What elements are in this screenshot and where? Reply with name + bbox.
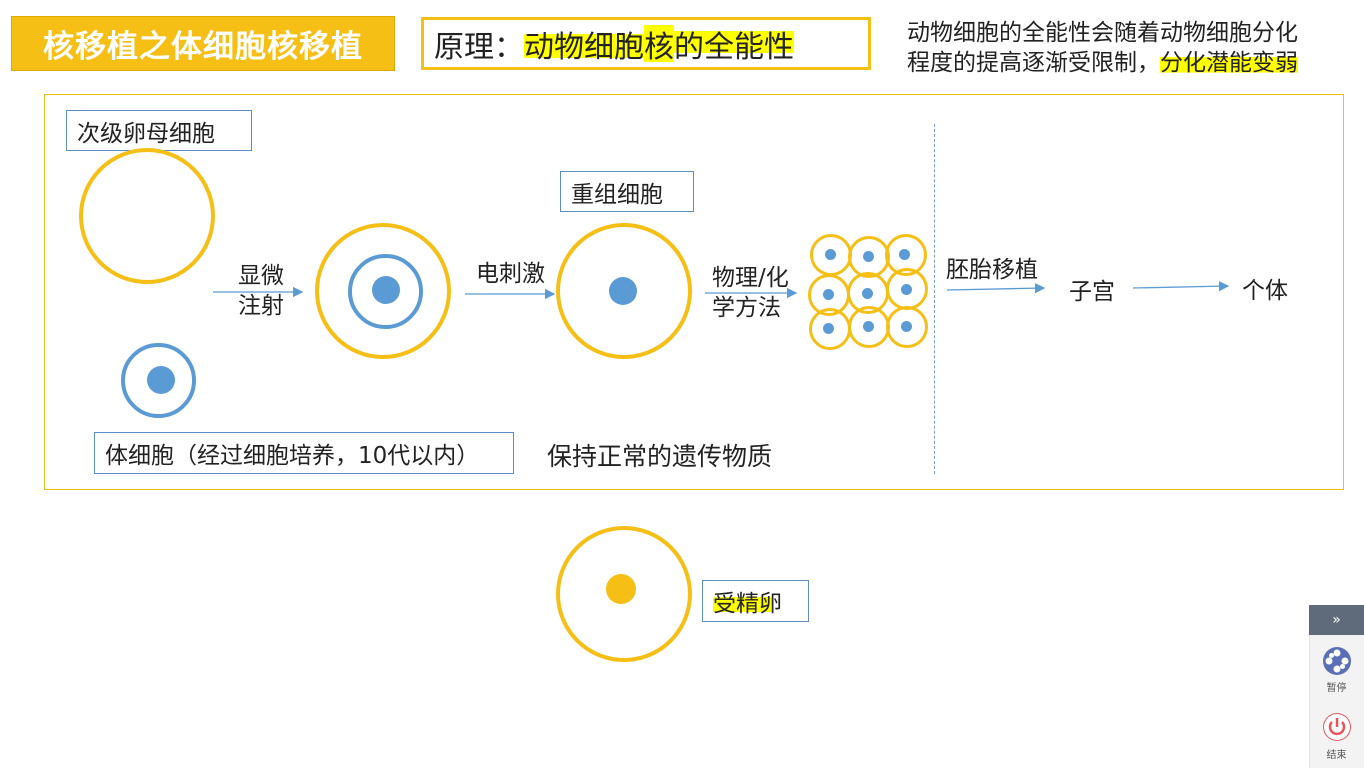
injected-nucleus bbox=[372, 276, 400, 304]
pause-label: 暂停 bbox=[1326, 683, 1347, 694]
arrow-uterus bbox=[1132, 280, 1230, 292]
blastomere-nucleus bbox=[901, 321, 912, 332]
reconstructed-label: 重组细胞 bbox=[560, 171, 694, 212]
arrow-embryo-transfer bbox=[946, 282, 1046, 294]
principle-prefix: 原理： bbox=[434, 29, 524, 65]
blastomere-nucleus bbox=[862, 288, 873, 299]
blastomere-nucleus bbox=[899, 249, 910, 260]
note-highlight: 分化潜能变弱 bbox=[1160, 50, 1298, 76]
slide-title: 核移植之体细胞核移植 bbox=[11, 16, 395, 71]
film-reel-icon bbox=[1323, 647, 1351, 675]
totipotency-note: 动物细胞的全能性会随着动物细胞分化 程度的提高逐渐受限制，分化潜能变弱 bbox=[907, 18, 1347, 78]
fertilized-egg-nucleus bbox=[606, 574, 636, 604]
somatic-nucleus bbox=[147, 366, 175, 394]
individual-label: 个体 bbox=[1242, 278, 1288, 304]
oocyte-label: 次级卵母细胞 bbox=[66, 110, 252, 151]
embryo-transfer-label: 胚胎移植 bbox=[946, 257, 1038, 283]
principle-box: 原理：动物细胞核的全能性 bbox=[421, 17, 871, 70]
pause-button[interactable] bbox=[1322, 646, 1352, 676]
blastomere bbox=[886, 306, 928, 348]
blastomere-nucleus bbox=[823, 323, 834, 334]
blastomere-nucleus bbox=[863, 251, 874, 262]
principle-highlight-3: 的全能性 bbox=[674, 21, 794, 66]
principle-highlight-1: 动物细胞 bbox=[524, 21, 644, 66]
expand-button[interactable]: » bbox=[1309, 605, 1364, 635]
end-label: 结束 bbox=[1326, 750, 1347, 761]
power-icon bbox=[1323, 713, 1351, 741]
phys-chem-label: 物理/化 学方法 bbox=[712, 265, 789, 321]
blastomere-nucleus bbox=[823, 289, 834, 300]
oocyte-cell bbox=[79, 148, 215, 284]
somatic-label: 体细胞（经过细胞培养，10代以内） bbox=[94, 432, 514, 474]
blastomere-nucleus bbox=[901, 284, 912, 295]
uterus-label: 子宫 bbox=[1069, 279, 1115, 305]
microinjection-label: 显微 注射 bbox=[238, 263, 284, 319]
end-button[interactable] bbox=[1322, 712, 1352, 742]
early-embryo bbox=[808, 232, 930, 352]
diagram-panel bbox=[44, 94, 1344, 490]
fertilized-egg-label: 受精卵 bbox=[702, 580, 809, 622]
electric-stim-label: 电刺激 bbox=[476, 261, 545, 287]
somatic-cell bbox=[121, 343, 196, 418]
dashed-divider bbox=[934, 124, 935, 474]
reconstructed-nucleus bbox=[609, 277, 637, 305]
note-line-1: 动物细胞的全能性会随着动物细胞分化 bbox=[907, 20, 1298, 46]
blastomere-nucleus bbox=[863, 321, 874, 332]
injected-somatic-ring bbox=[348, 254, 423, 329]
normal-genetic-label: 保持正常的遗传物质 bbox=[547, 442, 773, 471]
double-chevron-right-icon: » bbox=[1332, 612, 1341, 628]
principle-highlight-2: 核 bbox=[644, 21, 674, 66]
note-line-2: 程度的提高逐渐受限制，分化潜能变弱 bbox=[907, 50, 1298, 76]
blastomere-nucleus bbox=[825, 249, 836, 260]
